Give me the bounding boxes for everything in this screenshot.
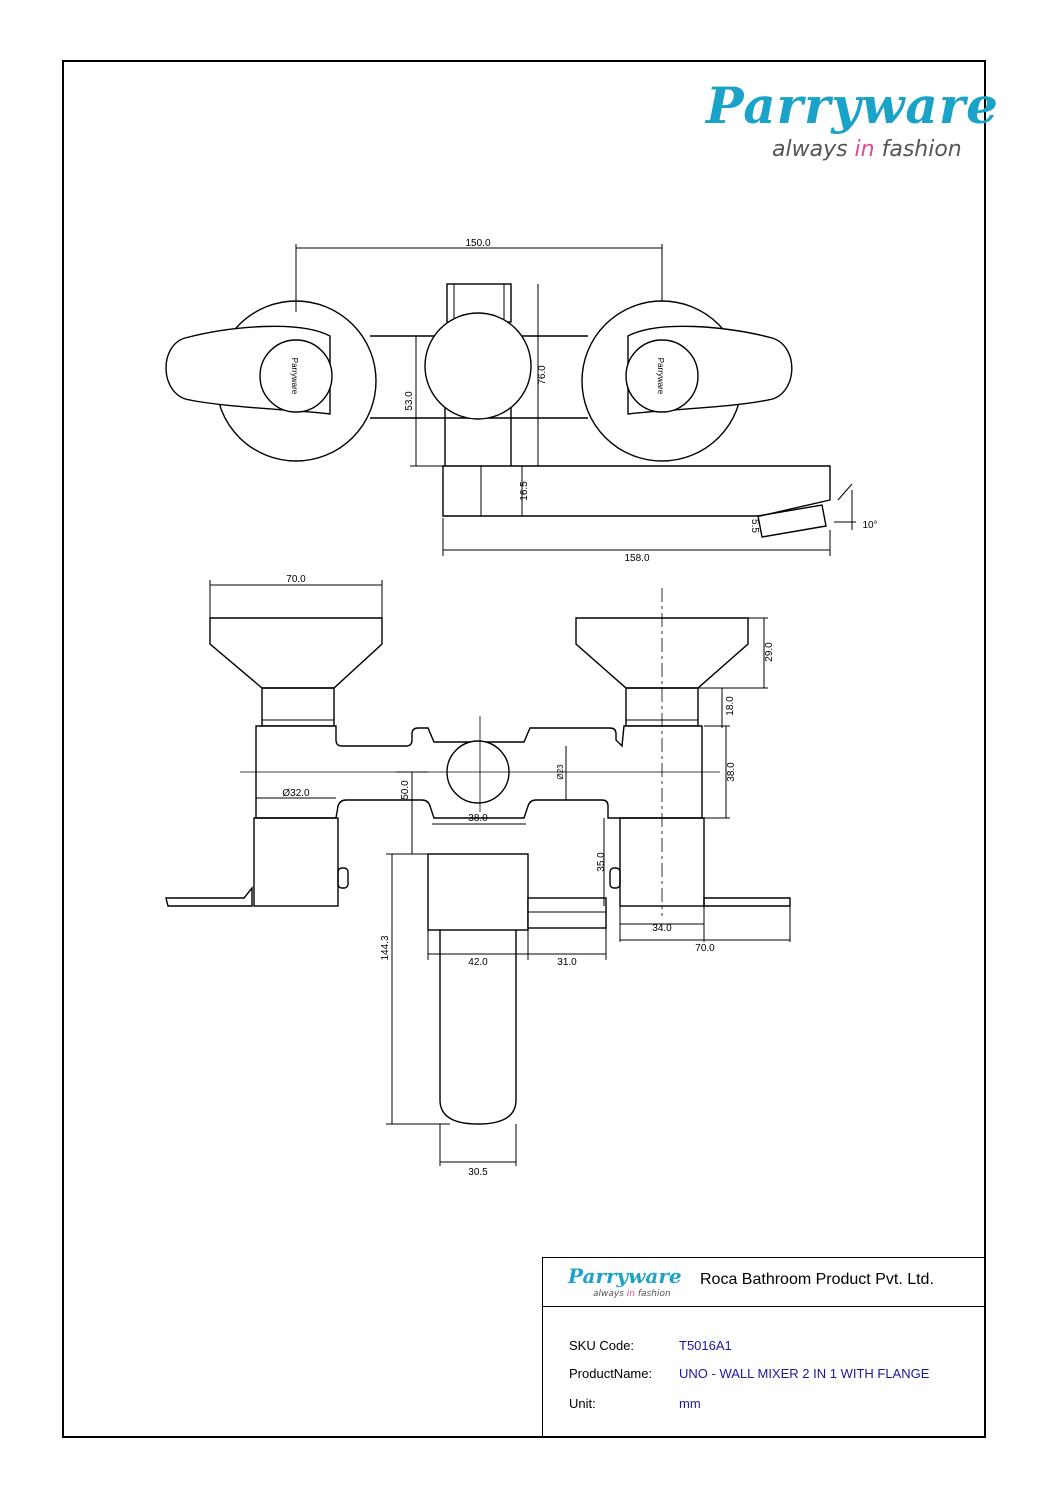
- brand-tagline: always in fashion: [772, 137, 962, 162]
- company-name: Roca Bathroom Product Pvt. Ltd.: [700, 1271, 934, 1288]
- dim-angle: 10°: [862, 520, 877, 531]
- dim-drop-height: 35.0: [596, 852, 607, 872]
- dim-diameter: Ø32.0: [282, 788, 310, 799]
- front-view: 70.0 29.0 18.0 Ø23 38.0 Ø32.0: [165, 574, 791, 1178]
- product-label: ProductName:: [569, 1366, 653, 1381]
- dim-base-width: 34.0: [652, 923, 672, 934]
- dim-top-width: 150.0: [465, 238, 490, 249]
- dim-spout-tip: 5.5: [749, 519, 760, 533]
- dim-spout-drop: 144.3: [380, 935, 391, 960]
- sku-label: SKU Code:: [569, 1338, 635, 1353]
- brand-logo: Parryware: [706, 76, 999, 135]
- sku-value: T5016A1: [679, 1338, 732, 1353]
- dim-top-height-b: 76.0: [537, 365, 548, 385]
- title-block: Parryware always in fashion Roca Bathroo…: [542, 1257, 986, 1438]
- dim-center-width: 38.0: [468, 813, 488, 824]
- unit-label: Unit:: [569, 1396, 596, 1411]
- dim-collar-height: 18.0: [725, 696, 736, 716]
- dim-knob-height: 29.0: [764, 642, 775, 662]
- dim-spout-width: 42.0: [468, 957, 488, 968]
- dim-body-height: 38.0: [726, 762, 737, 782]
- title-block-logo: Parryware: [568, 1264, 682, 1288]
- dim-center-hole: Ø23: [556, 764, 565, 780]
- dim-flange-width: 70.0: [695, 943, 715, 954]
- drawing-frame: [62, 60, 986, 1438]
- dim-spout-length: 158.0: [624, 553, 649, 564]
- product-value: UNO - WALL MIXER 2 IN 1 WITH FLANGE: [679, 1366, 930, 1381]
- title-block-tagline: always in fashion: [593, 1289, 671, 1299]
- title-block-header: Parryware always in fashion Roca Bathroo…: [543, 1258, 986, 1307]
- dim-spout-height: 16.5: [519, 481, 530, 501]
- dim-top-height-a: 53.0: [404, 391, 415, 411]
- svg-text:Parryware: Parryware: [290, 358, 299, 395]
- dim-outlet-width: 30.5: [468, 1167, 488, 1178]
- dim-offset: 31.0: [557, 957, 577, 968]
- dim-knob-width: 70.0: [286, 574, 306, 585]
- top-view: 150.0 Parryware Parryware 53.0 76.0 16: [165, 238, 878, 564]
- dim-center-height: 50.0: [400, 780, 411, 800]
- unit-value: mm: [679, 1396, 701, 1411]
- svg-text:Parryware: Parryware: [656, 358, 665, 395]
